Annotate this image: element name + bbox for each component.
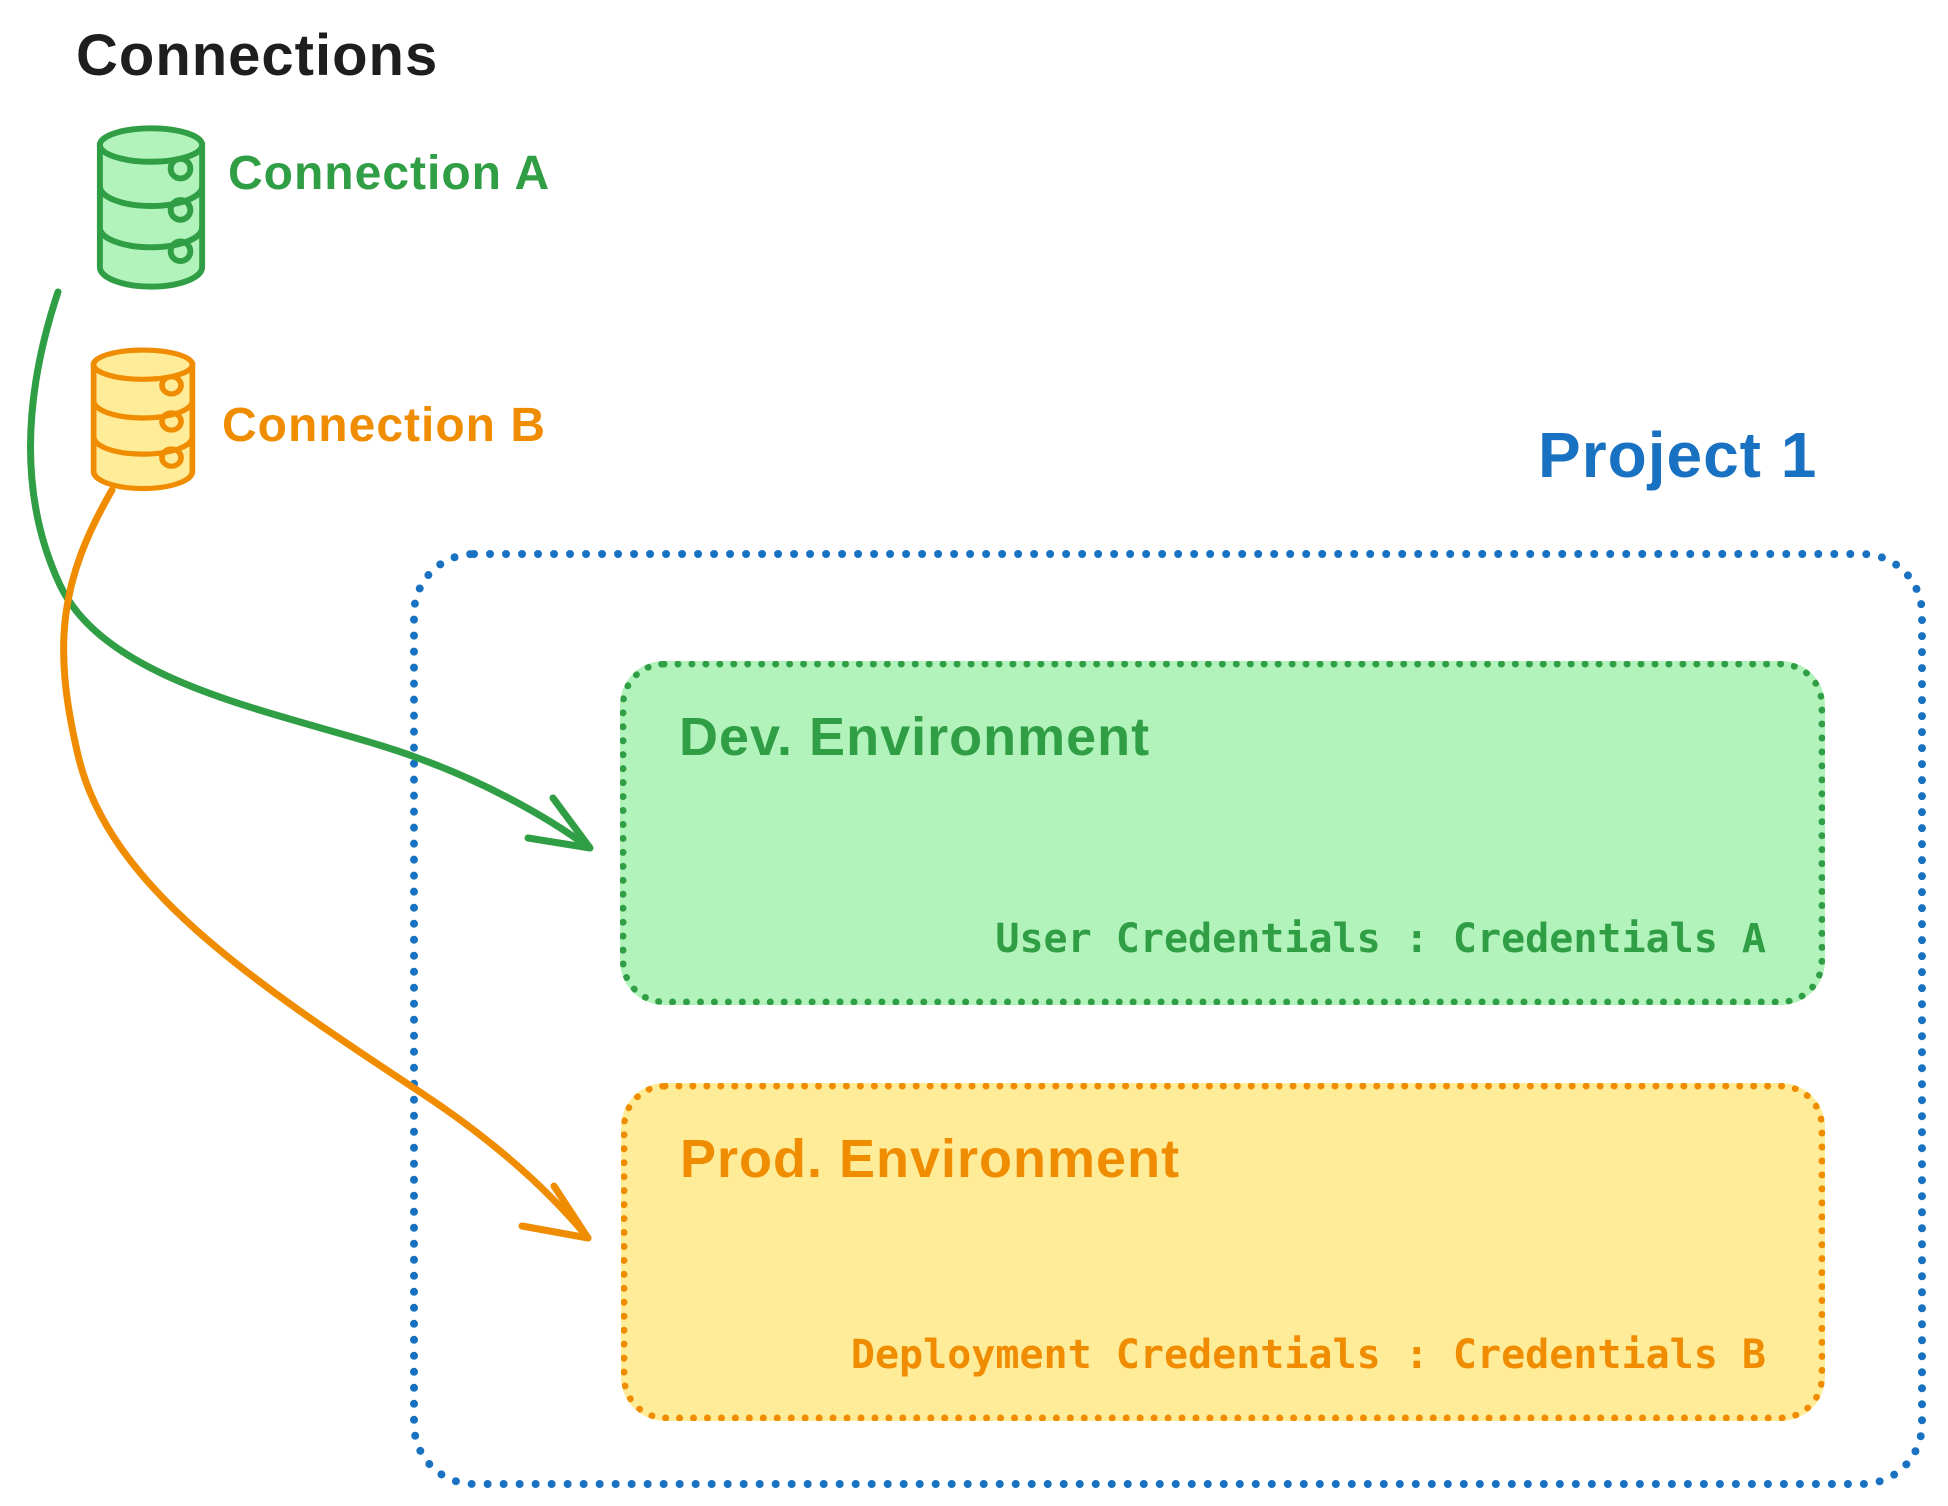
prod-environment-box: Prod. Environment Deployment Credentials…	[621, 1083, 1825, 1421]
prod-environment-title: Prod. Environment	[680, 1129, 1181, 1189]
database-icon	[96, 125, 206, 290]
page-title: Connections	[76, 23, 439, 88]
dev-environment-title: Dev. Environment	[679, 707, 1151, 767]
connection-b-label: Connection B	[222, 399, 546, 452]
project-box: Dev. Environment User Credentials : Cred…	[410, 550, 1926, 1488]
connection-a-label: Connection A	[228, 147, 551, 200]
project-title: Project 1	[1538, 419, 1818, 491]
prod-environment-credentials: Deployment Credentials : Credentials B	[850, 1332, 1766, 1378]
dev-environment-box: Dev. Environment User Credentials : Cred…	[620, 661, 1825, 1005]
database-icon	[90, 347, 196, 492]
dev-environment-credentials: User Credentials : Credentials A	[995, 916, 1766, 962]
